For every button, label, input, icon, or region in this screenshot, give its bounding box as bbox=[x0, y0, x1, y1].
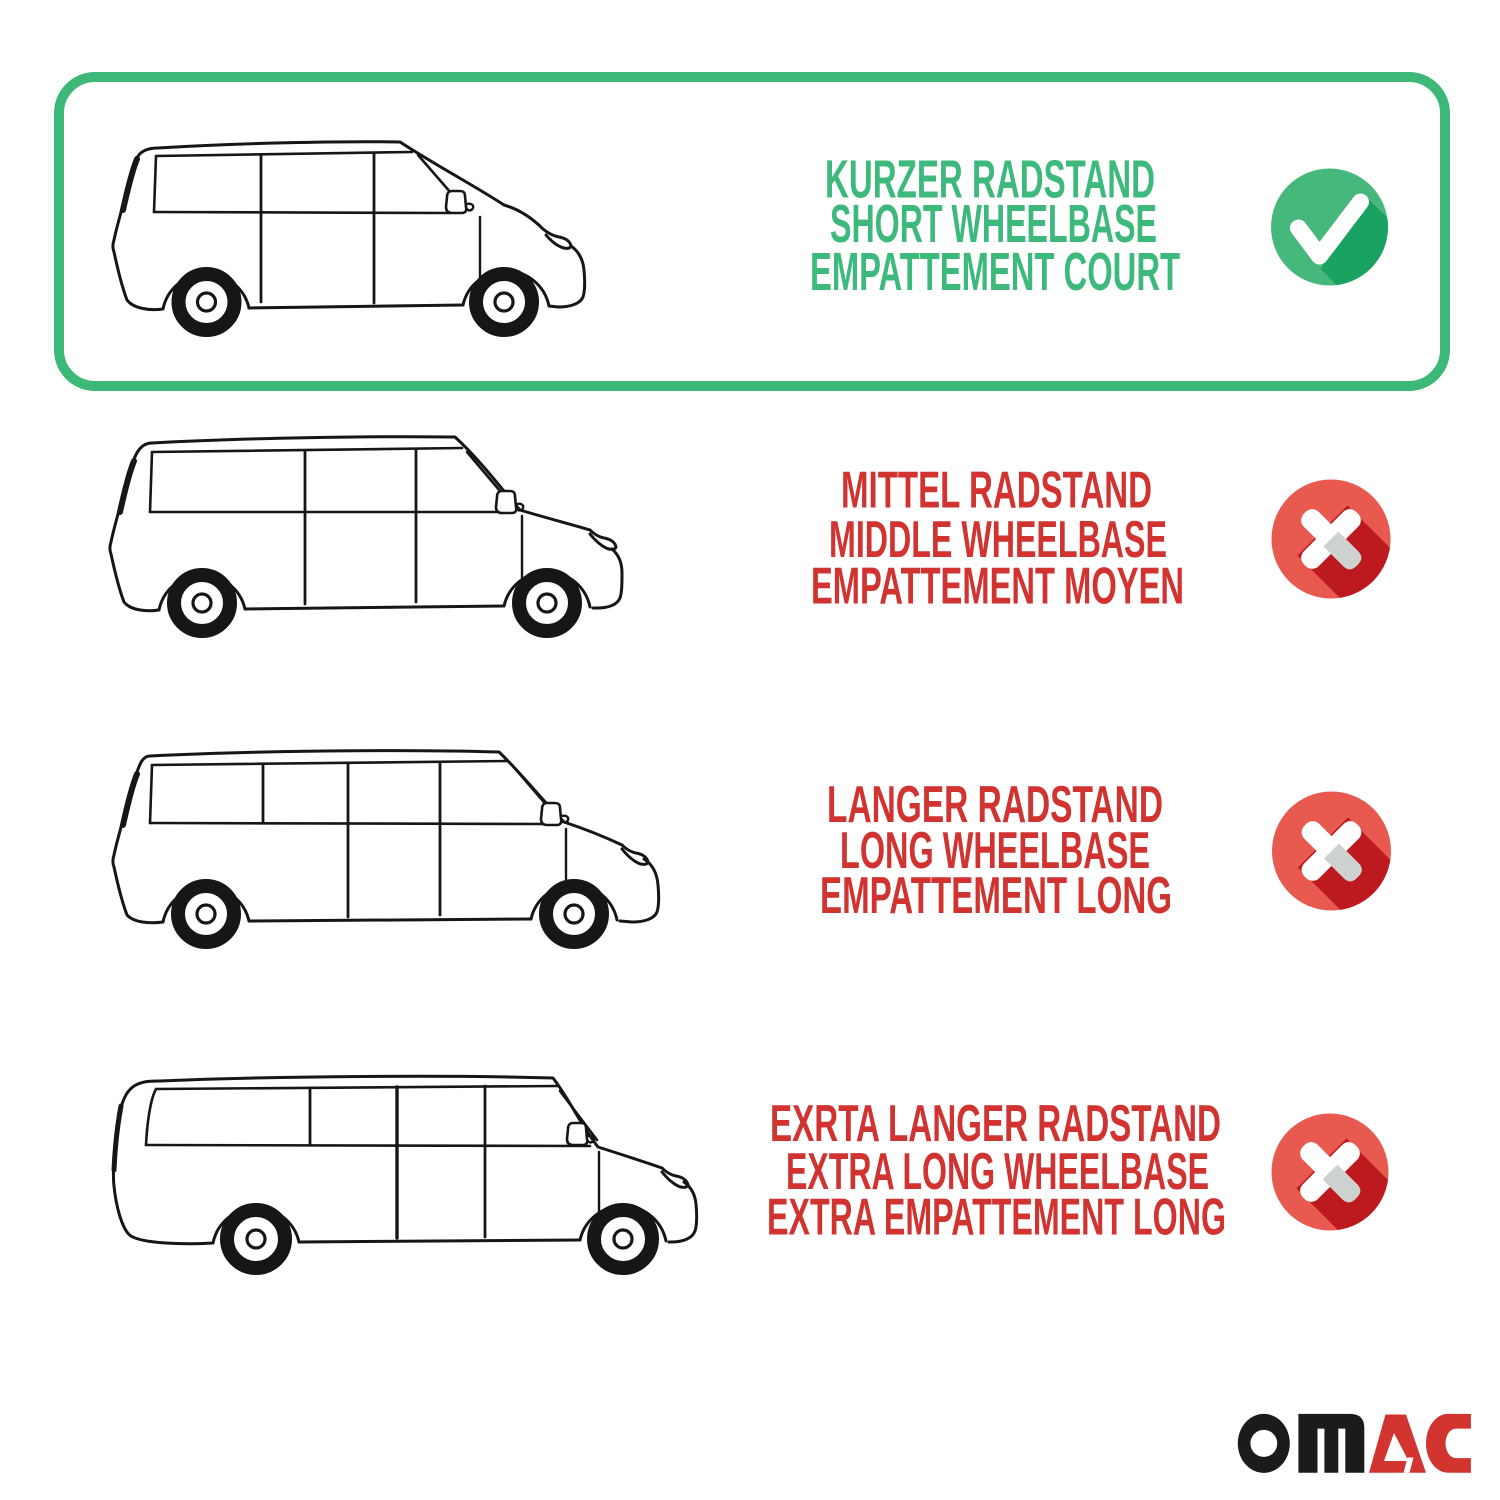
svg-text:EXRTA LANGER RADSTAND: EXRTA LANGER RADSTAND bbox=[770, 1095, 1221, 1153]
svg-text:MITTEL RADSTAND: MITTEL RADSTAND bbox=[841, 462, 1152, 520]
svg-text:LANGER RADSTAND: LANGER RADSTAND bbox=[827, 776, 1163, 834]
svg-text:EXTRA EMPATTEMENT LONG: EXTRA EMPATTEMENT LONG bbox=[767, 1189, 1226, 1247]
svg-text:EMPATTEMENT COURT: EMPATTEMENT COURT bbox=[810, 242, 1180, 302]
svg-text:LONG WHEELBASE: LONG WHEELBASE bbox=[840, 822, 1150, 880]
svg-text:EMPATTEMENT MOYEN: EMPATTEMENT MOYEN bbox=[811, 558, 1184, 616]
svg-text:SHORT WHEELBASE: SHORT WHEELBASE bbox=[830, 194, 1157, 254]
svg-text:EXTRA LONG WHEELBASE: EXTRA LONG WHEELBASE bbox=[786, 1143, 1209, 1201]
svg-text:EMPATTEMENT LONG: EMPATTEMENT LONG bbox=[820, 867, 1172, 925]
svg-text:KURZER RADSTAND: KURZER RADSTAND bbox=[825, 150, 1155, 210]
svg-text:MIDDLE WHEELBASE: MIDDLE WHEELBASE bbox=[829, 511, 1167, 569]
